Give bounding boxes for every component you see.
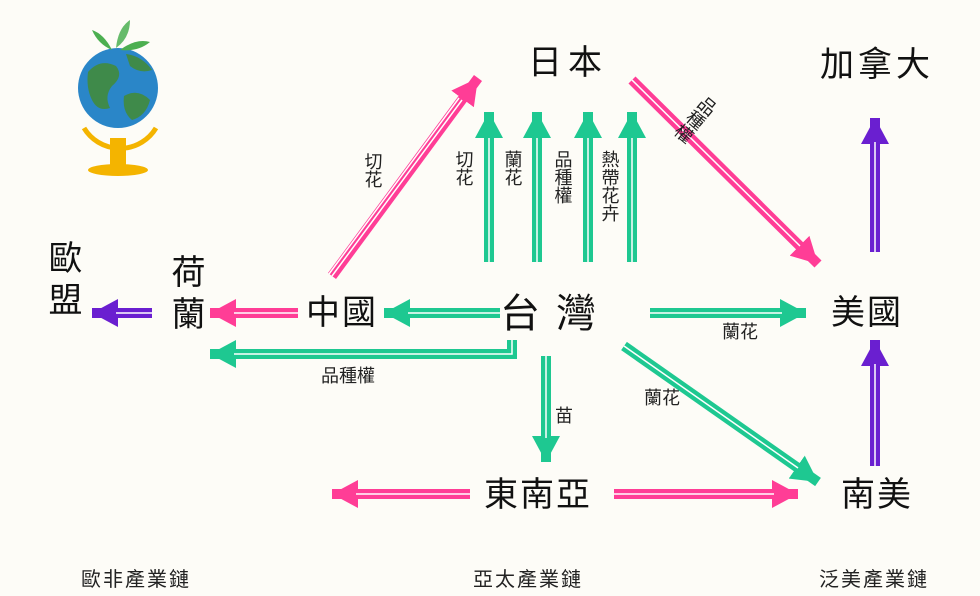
node-japan: 日本 (528, 43, 608, 83)
arrow-japan-usa (628, 76, 822, 268)
label-tw-japan-2: 蘭花 (502, 150, 523, 186)
label-tw-usa: 蘭花 (722, 322, 758, 343)
arrow-china-japan (327, 75, 483, 279)
label-china-japan: 切花 (362, 152, 383, 188)
label-tw-sea: 苗 (555, 406, 573, 427)
node-southeast-asia: 東南亞 (484, 475, 592, 515)
node-taiwan: 台灣 (500, 291, 612, 337)
footer-left: 歐非產業鏈 (81, 567, 191, 591)
footer-right: 泛美產業鏈 (819, 567, 929, 591)
node-china: 中國 (306, 293, 378, 333)
arrow-tw-south-america (621, 341, 821, 487)
node-usa: 美國 (831, 293, 903, 333)
label-tw-south-america: 蘭花 (644, 388, 680, 409)
arrow-tw-netherlands (210, 340, 517, 368)
label-tw-japan-3: 品種權 (552, 150, 573, 204)
node-netherlands: 荷蘭 (165, 254, 205, 338)
label-tw-japan-4: 熱帶花卉 (599, 150, 620, 222)
label-tw-netherlands: 品種權 (321, 366, 375, 387)
node-south-america: 南美 (841, 475, 913, 515)
node-europe: 歐盟 (42, 240, 82, 324)
label-tw-japan-1: 切花 (453, 150, 474, 186)
globe-icon (78, 20, 159, 176)
footer-center: 亞太產業鏈 (473, 567, 583, 591)
node-canada: 加拿大 (820, 45, 934, 85)
